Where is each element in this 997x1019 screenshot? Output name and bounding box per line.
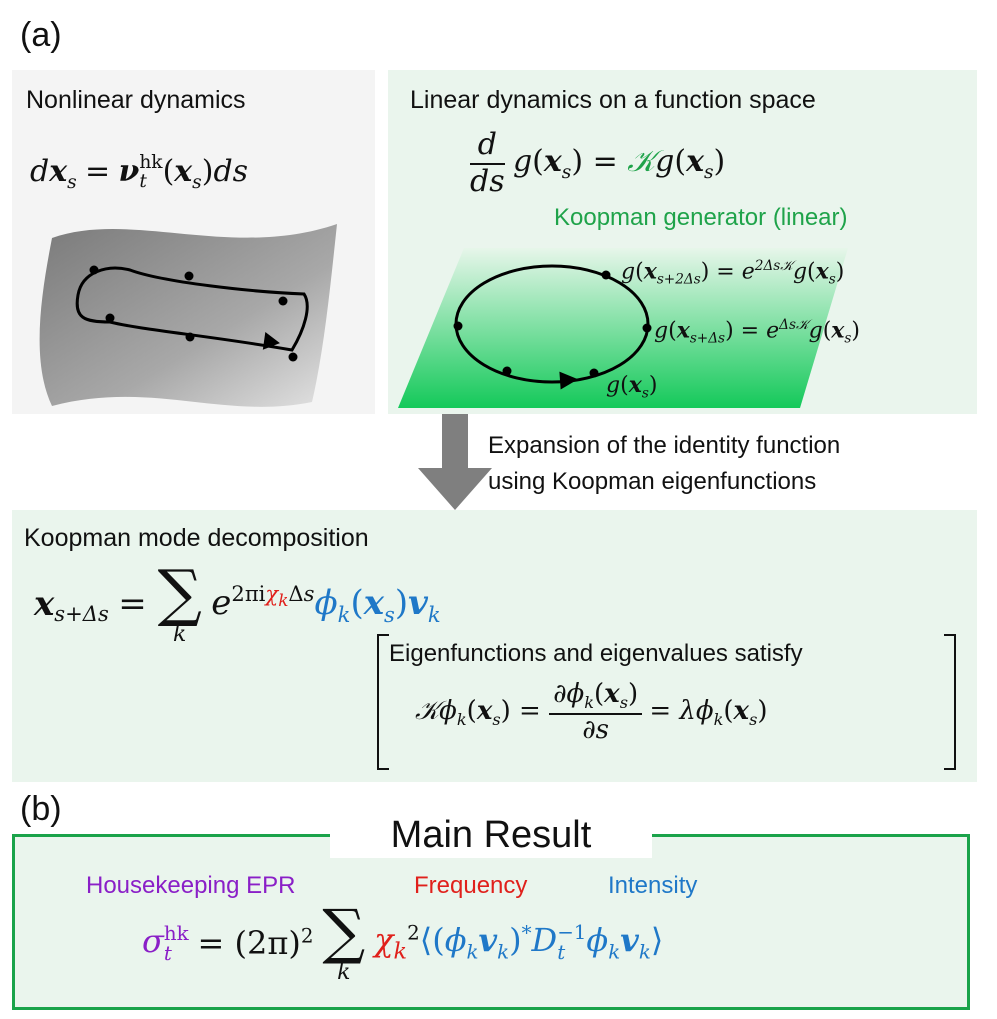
linear-equation: d ds g(xs) = 𝒦g(xs) [470, 127, 726, 199]
panel-b-label: (b) [20, 790, 62, 828]
eigen-bracket-title: Eigenfunctions and eigenvalues satisfy [389, 640, 803, 667]
main-result-title: Main Result [330, 812, 652, 858]
function-space-illustration [398, 248, 848, 408]
kmd-box: Koopman mode decomposition xs+Δs = ∑ k e… [12, 510, 977, 782]
expansion-caption-line-2: using Koopman eigenfunctions [488, 468, 817, 495]
label-housekeeping-epr: Housekeeping EPR [86, 872, 296, 899]
label-intensity: Intensity [608, 872, 698, 899]
orbit-point [453, 321, 463, 331]
linear-dynamics-box: Linear dynamics on a function space d ds… [388, 70, 977, 414]
orbit-point [642, 323, 652, 333]
orbit-point [589, 368, 599, 378]
label-frequency: Frequency [414, 872, 528, 899]
trajectory-point [105, 313, 115, 323]
trajectory-point [278, 296, 288, 306]
expansion-arrow [418, 414, 492, 510]
kmd-equation: xs+Δs = ∑ k e2πiχkΔsϕk(xs)vk [34, 556, 441, 647]
orbit-point [502, 366, 512, 376]
trajectory-point [185, 332, 195, 342]
nonlinear-dynamics-title: Nonlinear dynamics [26, 86, 246, 114]
orbit-label-ds: g(xs+Δs) = eΔs𝒦g(xs) [654, 317, 861, 347]
eigen-equation: 𝒦ϕk(xs) = ∂ϕk(xs) ∂s = λϕk(xs) [415, 679, 768, 745]
trajectory-arrowhead [262, 331, 280, 350]
orbit-label-s: g(xs) [606, 372, 658, 402]
expansion-caption: Expansion of the identity function using… [488, 428, 840, 500]
eigen-bracket: Eigenfunctions and eigenvalues satisfy 𝒦… [377, 634, 956, 770]
panel-a-label: (a) [20, 16, 62, 54]
trajectory-point [184, 271, 194, 281]
manifold-sheet [39, 224, 338, 407]
orbit-label-2ds: g(xs+2Δs) = e2Δs𝒦g(xs) [621, 258, 845, 288]
koopman-generator-label: Koopman generator (linear) [554, 204, 848, 231]
orbit-arrowhead [559, 371, 578, 390]
trajectory-point [89, 265, 99, 275]
function-space-plane [398, 248, 848, 408]
expansion-caption-line-1: Expansion of the identity function [488, 432, 841, 459]
nonlinear-trajectory [75, 266, 309, 352]
orbit-point [601, 270, 611, 280]
nonlinear-manifold-illustration [39, 224, 338, 407]
trajectory-point [288, 352, 298, 362]
linear-dynamics-title: Linear dynamics on a function space [410, 86, 816, 114]
kmd-title: Koopman mode decomposition [24, 524, 369, 552]
